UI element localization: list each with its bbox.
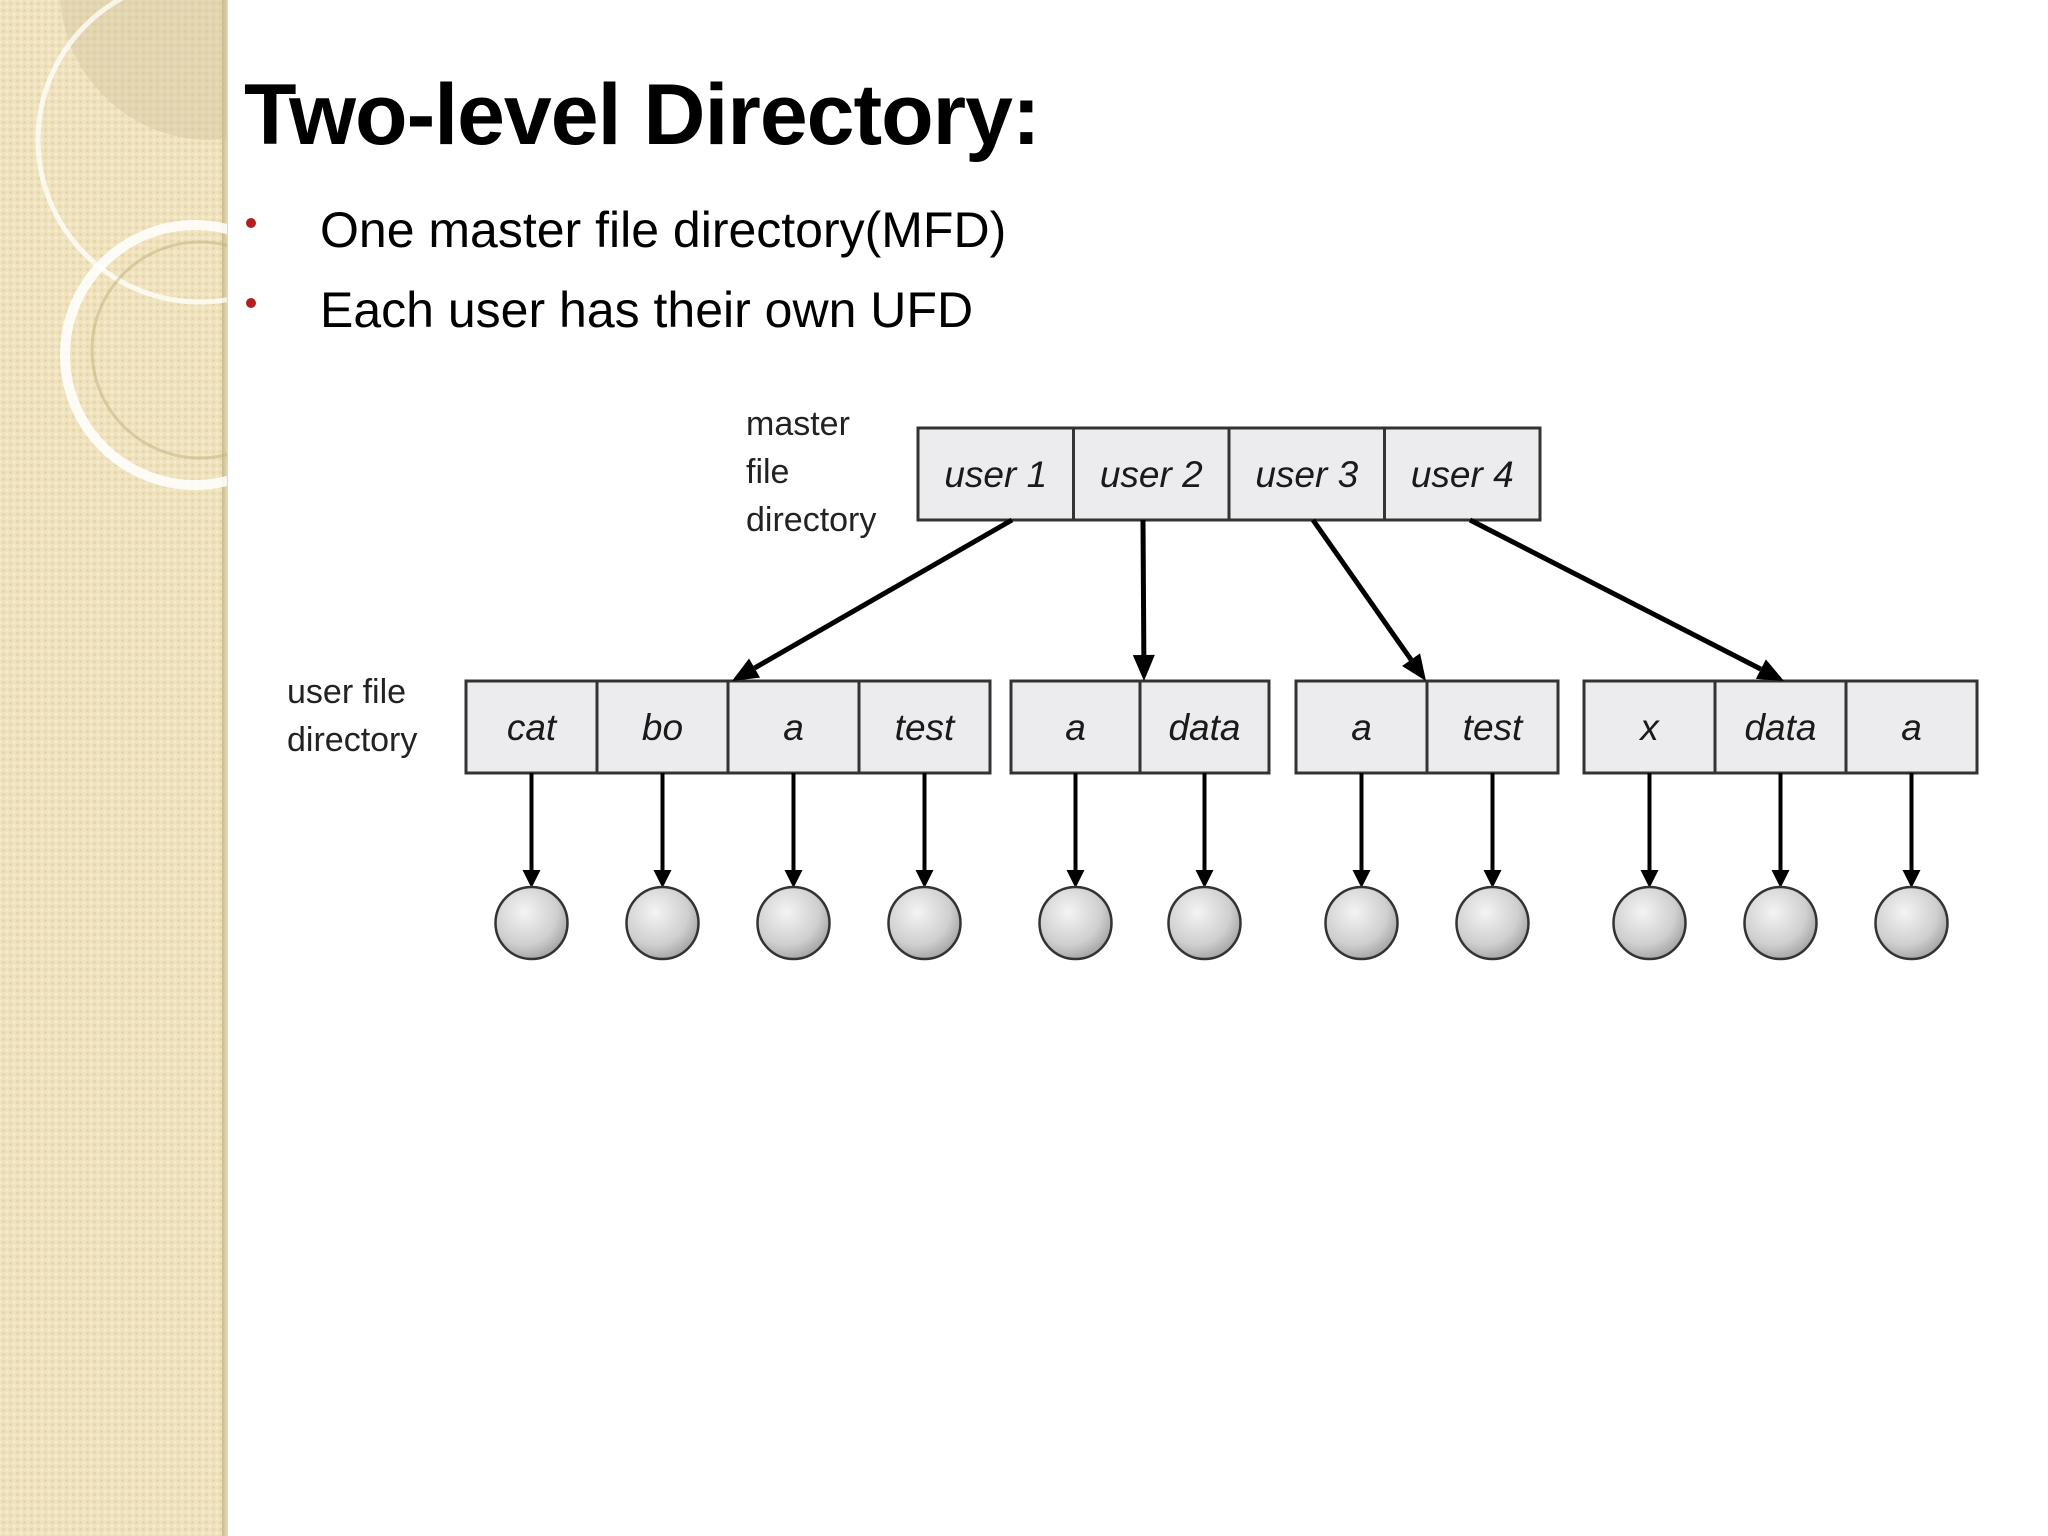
- mfd-label-line: master: [746, 405, 850, 443]
- bullet-list: One master file directory(MFD) Each user…: [240, 190, 1006, 350]
- ufd-cell: [1294, 679, 1429, 775]
- file-pointer-arrowhead: [1195, 870, 1214, 888]
- ufd-cell-label: data: [1168, 707, 1240, 748]
- user-directory-pointer-line: [753, 517, 1014, 671]
- user-directory-pointer-arrowhead: [732, 658, 761, 681]
- file-node: [1874, 885, 1949, 961]
- bullet-item: One master file directory(MFD): [240, 190, 1006, 270]
- ufd-cell-label: test: [895, 707, 956, 748]
- ufd-cell-label: x: [1638, 707, 1660, 748]
- bullet-text: One master file directory(MFD): [320, 202, 1007, 258]
- user-directory-pointer-arrowhead: [1755, 659, 1784, 681]
- ufd-label-line: directory: [287, 721, 417, 759]
- mfd-cell: [1383, 426, 1542, 522]
- side-band-edge: [222, 0, 228, 1536]
- user-directory-pointer-arrowhead: [1402, 653, 1426, 681]
- file-node: [887, 885, 962, 961]
- slide-title: Two-level Directory:: [244, 67, 1041, 163]
- file-pointer-arrowhead: [653, 870, 672, 888]
- file-node: [1612, 885, 1687, 961]
- file-node: [1167, 885, 1242, 961]
- ufd-cell-label: a: [783, 707, 804, 748]
- ufd-cell-label: a: [1065, 707, 1086, 748]
- mfd-label-line: directory: [746, 501, 876, 539]
- file-node: [1455, 885, 1530, 961]
- ufd-cell-label: data: [1744, 707, 1816, 748]
- user-directory-pointer-line: [1140, 519, 1147, 656]
- mfd-cell: [1072, 426, 1231, 522]
- file-node: [1743, 885, 1818, 961]
- user-directory-pointer-line: [1468, 517, 1763, 672]
- file-pointer-arrowhead: [1640, 870, 1659, 888]
- ufd-cell-label: bo: [642, 707, 683, 748]
- bullet-icon: [246, 298, 256, 308]
- mfd-cell-label: user 3: [1255, 454, 1358, 495]
- user-directory-pointer-line: [1310, 518, 1414, 662]
- ufd-cell: [1425, 679, 1560, 775]
- file-pointer-arrowhead: [1483, 870, 1502, 888]
- bullet-text: Each user has their own UFD: [320, 282, 974, 338]
- file-node: [494, 885, 569, 961]
- file-node: [625, 885, 700, 961]
- ufd-label-line: user file: [287, 673, 406, 711]
- bullet-item: Each user has their own UFD: [240, 270, 1006, 350]
- ufd-cell-label: test: [1463, 707, 1524, 748]
- ufd-cell: [1844, 679, 1979, 775]
- ufd-cell: [1713, 679, 1848, 775]
- ufd-cell-label: a: [1901, 707, 1922, 748]
- file-pointer-arrowhead: [1066, 870, 1085, 888]
- file-pointer-arrowhead: [1902, 870, 1921, 888]
- mfd-cell: [916, 426, 1075, 522]
- file-pointer-arrowhead: [522, 870, 541, 888]
- mfd-cell: [1227, 426, 1386, 522]
- file-node: [1038, 885, 1113, 961]
- decorative-rings: [35, 0, 227, 490]
- ufd-cell-label: a: [1351, 707, 1372, 748]
- mfd-cell-label: user 1: [944, 454, 1047, 495]
- ufd-cell: [857, 679, 992, 775]
- file-pointer-arrowhead: [784, 870, 803, 888]
- ufd-cell-label: cat: [507, 707, 558, 748]
- file-pointer-arrowhead: [1352, 870, 1371, 888]
- mfd-cell-label: user 4: [1411, 454, 1514, 495]
- mfd-label-line: file: [746, 453, 789, 491]
- file-pointer-arrowhead: [915, 870, 934, 888]
- mfd-cell-label: user 2: [1100, 454, 1203, 495]
- ufd-cell: [1582, 679, 1717, 775]
- file-pointer-arrowhead: [1771, 870, 1790, 888]
- file-node: [756, 885, 831, 961]
- bullet-icon: [246, 218, 256, 228]
- user-directory-pointer-arrowhead: [1132, 654, 1155, 681]
- file-node: [1324, 885, 1399, 961]
